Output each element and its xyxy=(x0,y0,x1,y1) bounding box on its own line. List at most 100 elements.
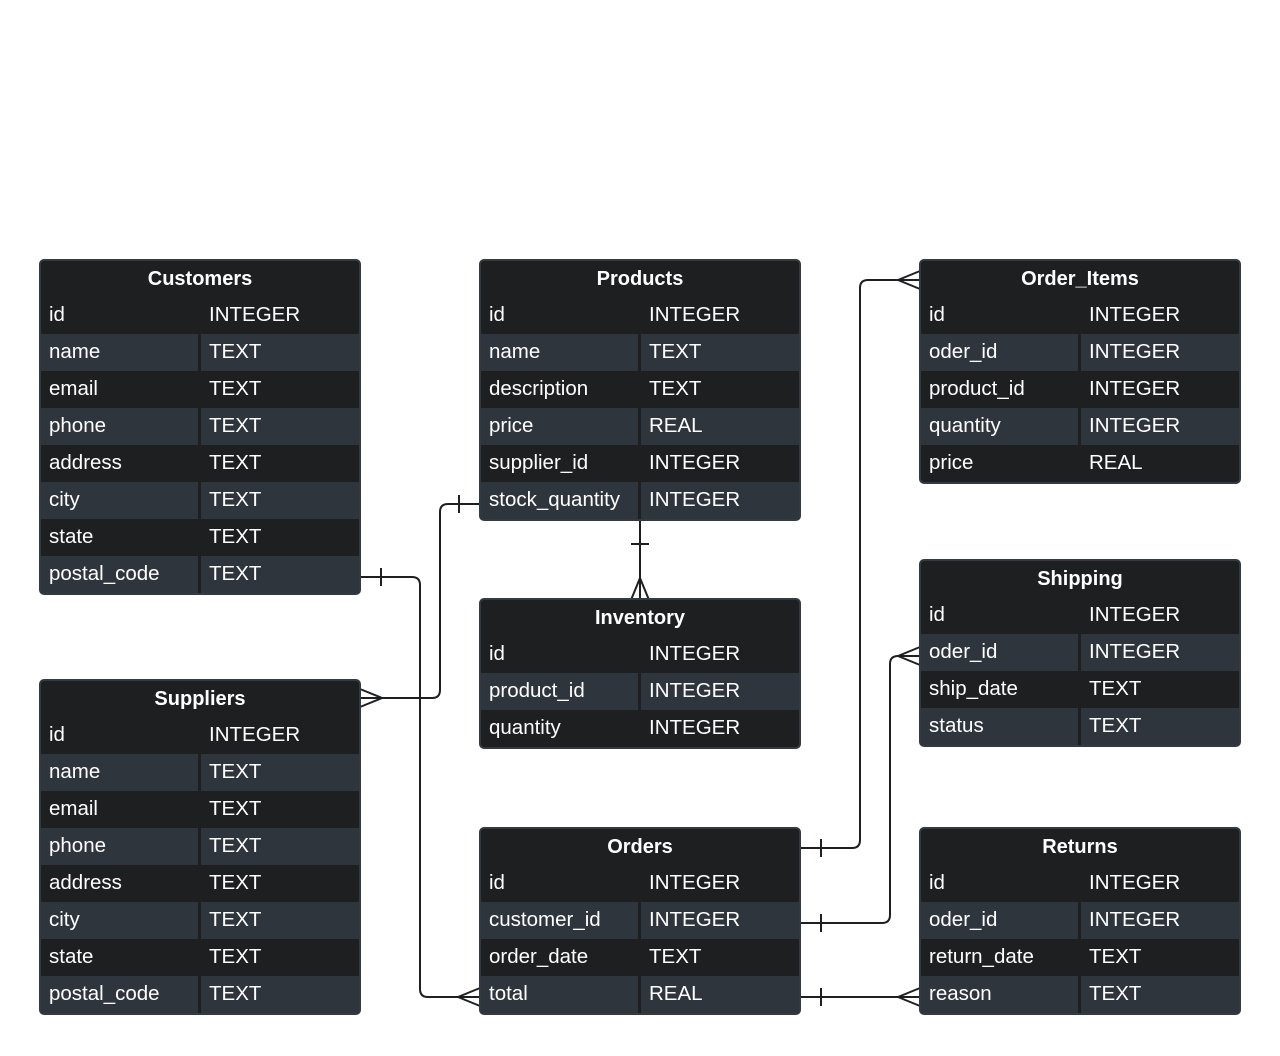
column-type: TEXT xyxy=(1089,677,1142,700)
column-type: REAL xyxy=(641,408,799,445)
column-type: TEXT xyxy=(649,945,702,968)
column-name: return_date xyxy=(929,945,1034,968)
column-name: email xyxy=(49,797,98,820)
column-type: INTEGER xyxy=(649,303,741,326)
connector-products-inventory[interactable] xyxy=(630,520,650,601)
column-type: REAL xyxy=(641,976,799,1013)
column-name: name xyxy=(41,334,201,371)
column-type: TEXT xyxy=(201,754,359,791)
column-name: quantity xyxy=(921,408,1081,445)
column-name: postal_code xyxy=(41,976,201,1013)
column-name: total xyxy=(481,976,641,1013)
connector-customers-orders[interactable] xyxy=(360,568,481,1007)
column-type: TEXT xyxy=(209,797,262,820)
connector-orders-returns[interactable] xyxy=(800,987,921,1007)
connector-orders-order-items[interactable] xyxy=(800,270,921,857)
table-row[interactable]: return_date TEXT xyxy=(921,939,1239,976)
entity-title: Returns xyxy=(1042,836,1118,858)
column-type: INTEGER xyxy=(1081,408,1239,445)
column-name: oder_id xyxy=(921,334,1081,371)
column-type: TEXT xyxy=(1089,945,1142,968)
column-name: product_id xyxy=(929,377,1025,400)
column-type: INTEGER xyxy=(1089,871,1181,894)
column-name: phone xyxy=(41,408,201,445)
column-type: INTEGER xyxy=(641,902,799,939)
table-row[interactable]: ship_date TEXT xyxy=(921,671,1239,708)
entity-title: Customers xyxy=(147,268,253,290)
column-type: INTEGER xyxy=(209,723,301,746)
entity-title: Products xyxy=(596,268,684,290)
table-row[interactable]: order_date TEXT xyxy=(481,939,799,976)
table-row[interactable]: email TEXT xyxy=(41,791,359,828)
column-type: TEXT xyxy=(209,451,262,474)
column-type: INTEGER xyxy=(641,673,799,710)
connector-products-suppliers[interactable] xyxy=(359,495,480,708)
column-name: order_date xyxy=(489,945,589,968)
connector-orders-shipping[interactable] xyxy=(800,646,921,932)
column-name: city xyxy=(41,902,201,939)
column-name: status xyxy=(921,708,1081,745)
column-name: name xyxy=(41,754,201,791)
column-type: INTEGER xyxy=(1089,377,1181,400)
column-type: INTEGER xyxy=(1081,902,1239,939)
column-type: INTEGER xyxy=(649,871,741,894)
column-name: phone xyxy=(41,828,201,865)
column-name: address xyxy=(49,871,122,894)
column-type: TEXT xyxy=(209,525,262,548)
column-type: INTEGER xyxy=(1089,603,1181,626)
column-name: ship_date xyxy=(929,677,1018,700)
table-row[interactable]: id INTEGER xyxy=(481,297,799,334)
table-row[interactable]: product_id INTEGER xyxy=(921,371,1239,408)
column-type: INTEGER xyxy=(1081,634,1239,671)
column-name: id xyxy=(49,303,65,326)
column-name: name xyxy=(481,334,641,371)
column-name: id xyxy=(489,303,505,326)
column-type: TEXT xyxy=(641,334,799,371)
column-type: TEXT xyxy=(201,902,359,939)
